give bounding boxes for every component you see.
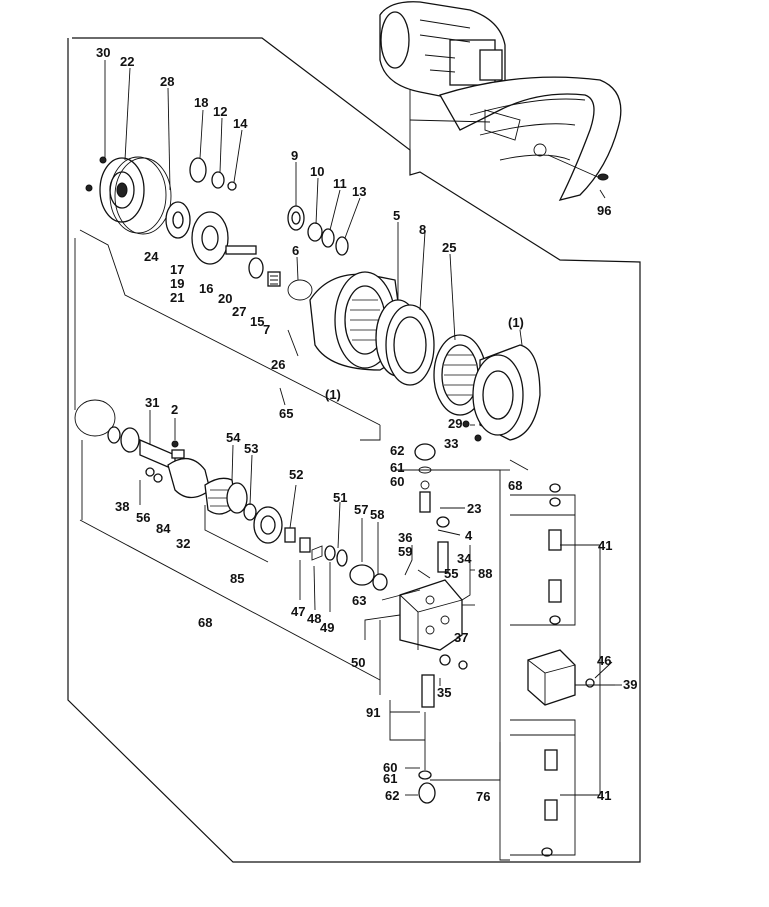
part-label: 88 [478, 566, 492, 581]
part-label: 39 [623, 677, 637, 692]
part-label: 48 [307, 611, 321, 626]
part-label: 96 [597, 203, 611, 218]
part-label: 16 [199, 281, 213, 296]
part-label: 68 [508, 478, 522, 493]
part-label: 53 [244, 441, 258, 456]
part-label: 4 [465, 528, 473, 543]
part-label: 62 [390, 443, 404, 458]
part-label: 68 [198, 615, 212, 630]
part-label: 25 [442, 240, 456, 255]
rotary-group-drawing [74, 399, 388, 591]
part-label: 46 [597, 653, 611, 668]
part-label: 30 [96, 45, 110, 60]
part-label: 5 [393, 208, 400, 223]
part-label: 63 [352, 593, 366, 608]
part-label: 61 [390, 460, 404, 475]
part-label: 7 [263, 322, 270, 337]
part-label: 52 [289, 467, 303, 482]
part-label: 32 [176, 536, 190, 551]
part-label: 12 [213, 104, 227, 119]
valve-block-drawing [399, 443, 468, 804]
part-label: 47 [291, 604, 305, 619]
part-label: 41 [598, 538, 612, 553]
part-label: 33 [444, 436, 458, 451]
part-label: (1) [325, 387, 341, 402]
part-label: 24 [144, 249, 159, 264]
part-label: 18 [194, 95, 208, 110]
part-label: 59 [398, 544, 412, 559]
part-label: 60 [390, 474, 404, 489]
part-label: 31 [145, 395, 159, 410]
part-label: 62 [385, 788, 399, 803]
part-label: 23 [467, 501, 481, 516]
part-label: 35 [437, 685, 451, 700]
part-label: 6 [292, 243, 299, 258]
part-label: 61 [383, 771, 397, 786]
part-label: 21 [170, 290, 184, 305]
part-label: 22 [120, 54, 134, 69]
part-label: 51 [333, 490, 347, 505]
part-label: 28 [160, 74, 174, 89]
leader-lines [74, 60, 622, 861]
part-label: 36 [398, 530, 412, 545]
part-label: 50 [351, 655, 365, 670]
housing-drawing [309, 271, 541, 442]
part-label: 38 [115, 499, 129, 514]
cover-group-drawing [85, 156, 313, 301]
part-label: 27 [232, 304, 246, 319]
part-label: 20 [218, 291, 232, 306]
part-label: 57 [354, 502, 368, 517]
part-label: 15 [250, 314, 264, 329]
part-label: (1) [508, 315, 524, 330]
part-label: 37 [454, 630, 468, 645]
part-label: 55 [444, 566, 458, 581]
part-label: 26 [271, 357, 285, 372]
part-label: 85 [230, 571, 244, 586]
part-label: 34 [457, 551, 472, 566]
part-label: 2 [171, 402, 178, 417]
frame-outline [67, 37, 641, 863]
part-label: 76 [476, 789, 490, 804]
relief-valve-column-drawing [527, 483, 595, 857]
part-label: 84 [156, 521, 171, 536]
part-label: 91 [366, 705, 380, 720]
part-label: 8 [419, 222, 426, 237]
travel-motor-assembly-drawing [379, 1, 622, 201]
part-label: 41 [597, 788, 611, 803]
part-label: 10 [310, 164, 324, 179]
part-label: 60 [383, 760, 397, 775]
part-label: 58 [370, 507, 384, 522]
part-label: 29 [448, 416, 462, 431]
part-label: 14 [233, 116, 248, 131]
part-label: 49 [320, 620, 334, 635]
part-number-labels: 30 22 28 18 12 14 9 10 11 13 5 8 25 (1) … [96, 45, 637, 804]
part-label: 19 [170, 276, 184, 291]
part-label: 13 [352, 184, 366, 199]
part-label: 17 [170, 262, 184, 277]
part-label: 54 [226, 430, 241, 445]
part-label: 11 [333, 176, 347, 191]
part-label: 9 [291, 148, 298, 163]
part-label: 56 [136, 510, 150, 525]
part-label: 65 [279, 406, 293, 421]
